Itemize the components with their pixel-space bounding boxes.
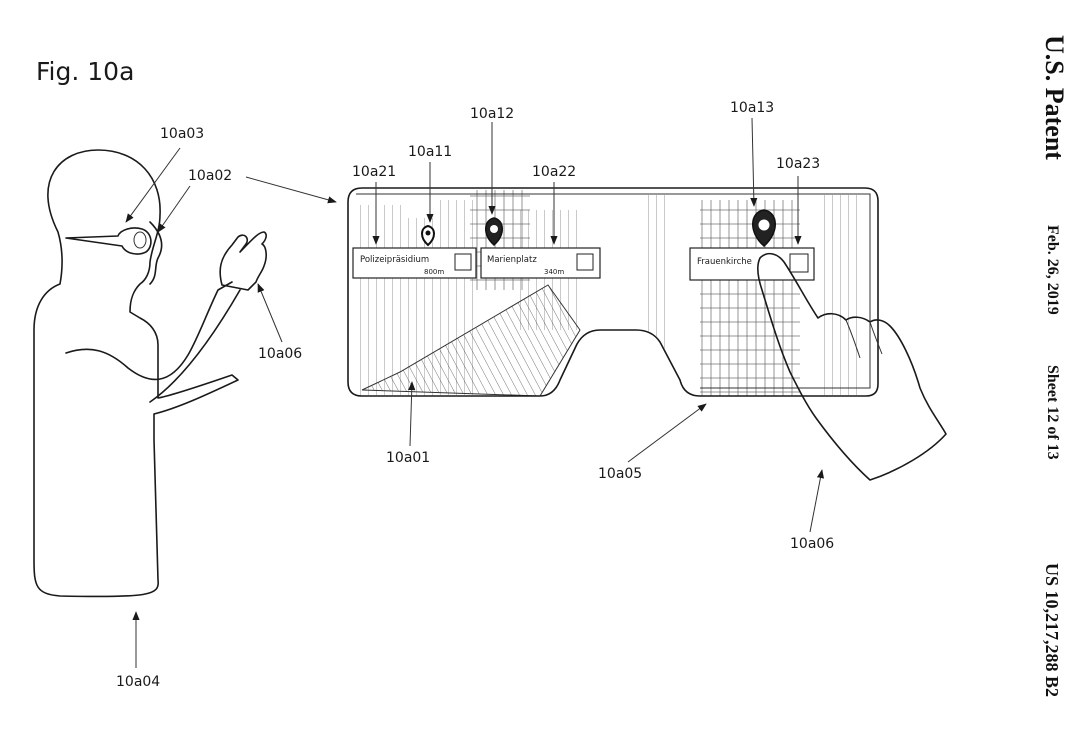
glasses-inner-rim <box>356 193 871 389</box>
arrow-10a05 <box>627 403 707 463</box>
user-face <box>149 221 163 285</box>
ref-10a06-right: 10a06 <box>790 536 834 552</box>
building-right-2 <box>820 195 860 395</box>
user-hand <box>219 231 267 291</box>
glasses-view: Polizeipräsidium 800m Marienplatz 340m F… <box>347 187 947 481</box>
pointing-hand <box>757 252 947 481</box>
hand-knuckles <box>845 319 883 359</box>
sheet-number: Sheet 12 of 13 <box>1044 365 1061 460</box>
plaza <box>361 284 581 396</box>
building-right-1 <box>642 195 668 395</box>
ref-10a12: 10a12 <box>470 106 514 122</box>
ref-10a02: 10a02 <box>188 168 232 184</box>
poi-checkbox-polizei[interactable] <box>454 253 472 271</box>
poi-distance-polizei: 800m <box>424 268 444 276</box>
map-pin-icon[interactable] <box>421 224 435 247</box>
arrow-10a06-left <box>257 283 283 343</box>
poi-label-frauen[interactable]: Frauenkirche <box>689 247 815 281</box>
poi-checkbox-marien[interactable] <box>576 253 594 271</box>
arrow-10a01 <box>408 381 416 447</box>
ref-10a21: 10a21 <box>352 164 396 180</box>
figure-title: Fig. 10a <box>36 57 134 86</box>
poi-name-polizei: Polizeipräsidium <box>360 255 429 265</box>
reference-numerals: 10a03 10a02 10a06 10a04 10a21 10a11 10a1… <box>116 100 834 690</box>
publication-label: U.S. Patent <box>1040 35 1069 160</box>
ref-10a01: 10a01 <box>386 450 430 466</box>
arrow-10a06-right <box>809 469 824 533</box>
ref-10a13: 10a13 <box>730 100 774 116</box>
map-pin-icon[interactable] <box>485 217 503 247</box>
poi-label-polizei[interactable]: Polizeipräsidium 800m <box>352 247 477 279</box>
ref-10a03: 10a03 <box>160 126 204 142</box>
poi-name-marien: Marienplatz <box>487 255 537 265</box>
user-arm <box>65 281 233 381</box>
ref-10a23: 10a23 <box>776 156 820 172</box>
map-pin-icon[interactable] <box>752 209 776 247</box>
ref-10a22: 10a22 <box>532 164 576 180</box>
publication-date: Feb. 26, 2019 <box>1044 225 1061 315</box>
poi-checkbox-frauen[interactable] <box>789 253 809 273</box>
building-frauenkirche <box>700 200 800 396</box>
arrow-10a02 <box>157 185 191 233</box>
building-left-1 <box>360 205 404 395</box>
arrow-10a03 <box>125 147 181 223</box>
reference-arrows <box>125 117 824 668</box>
patent-number: US 10,217,288 B2 <box>1042 563 1062 697</box>
ref-10a11: 10a11 <box>408 144 452 160</box>
arrow-10a13 <box>750 117 758 207</box>
patent-header: U.S. Patent Feb. 26, 2019 Sheet 12 of 13… <box>1040 35 1069 697</box>
poi-distance-marien: 340m <box>544 268 564 276</box>
poi-name-frauen: Frauenkirche <box>697 257 752 267</box>
user-glasses <box>65 227 152 255</box>
arrow-to-glasses <box>245 176 337 204</box>
user-eye <box>133 231 147 249</box>
user-arm-lower <box>149 289 241 403</box>
user-figure <box>33 149 267 598</box>
user-outline <box>33 149 239 598</box>
poi-label-marien[interactable]: Marienplatz 340m <box>480 247 601 279</box>
glasses-frame <box>347 187 879 397</box>
ref-10a05: 10a05 <box>598 466 642 482</box>
ref-10a06-left: 10a06 <box>258 346 302 362</box>
ref-10a04: 10a04 <box>116 674 160 690</box>
city-scene <box>360 190 860 396</box>
